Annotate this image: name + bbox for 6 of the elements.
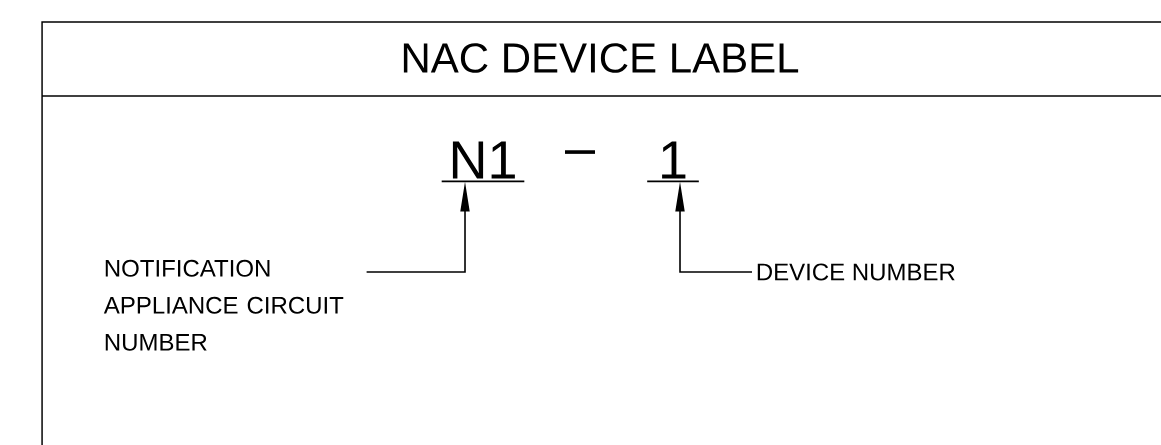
caption-text: NOTIFICATION APPLIANCE CIRCUIT NUMBER — [103, 259, 344, 351]
label-code: N1 — [440, 141, 526, 183]
label-code: 1 — [646, 141, 700, 183]
caption-text: DEVICE NUMBER — [757, 263, 955, 281]
dash: – — [565, 150, 595, 154]
title: NAC DEVICE LABEL — [403, 43, 799, 73]
